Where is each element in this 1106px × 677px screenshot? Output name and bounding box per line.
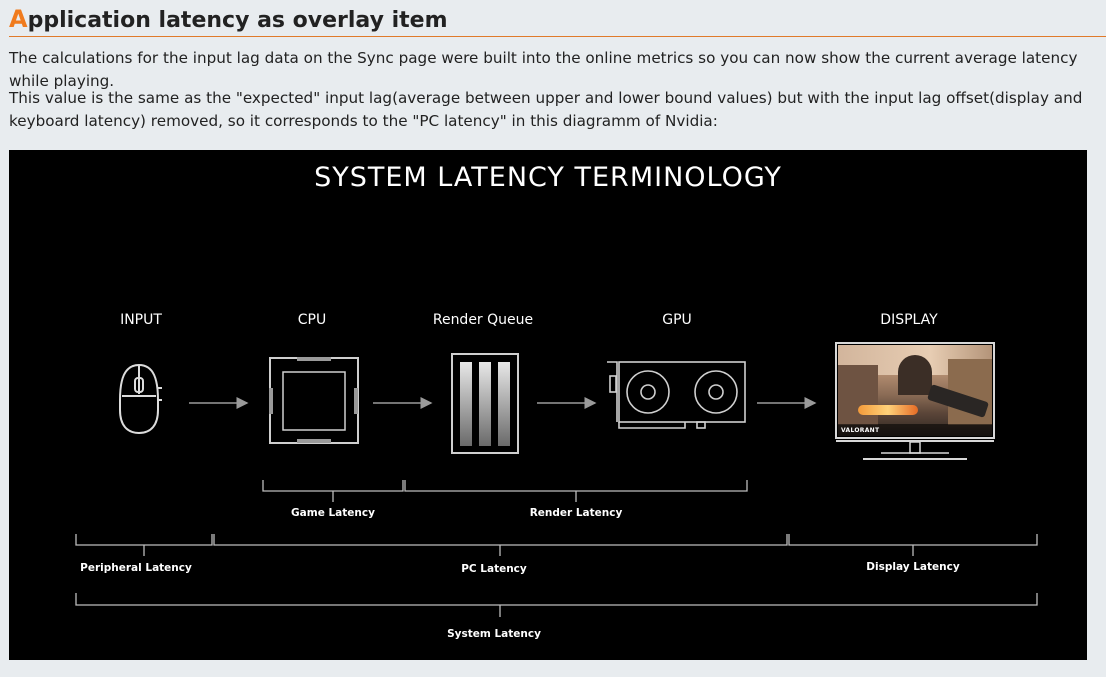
- stage-label-render-queue: Render Queue: [432, 312, 534, 328]
- monitor-icon: [835, 342, 995, 460]
- label-system-latency: System Latency: [447, 628, 541, 640]
- cpu-icon: [269, 357, 359, 444]
- diagram-graphics: [75, 342, 1038, 617]
- latency-brackets: [75, 480, 1038, 617]
- stage-label-cpu: CPU: [297, 312, 327, 328]
- stage-label-gpu: GPU: [662, 312, 692, 328]
- label-peripheral-latency: Peripheral Latency: [80, 562, 192, 574]
- gpu-icon: [607, 361, 746, 429]
- heading-first-letter: A: [9, 5, 28, 33]
- paragraph-intro: The calculations for the input lag data …: [9, 49, 1078, 90]
- section-heading: Application latency as overlay item: [9, 3, 1106, 37]
- diagram-title: SYSTEM LATENCY TERMINOLOGY: [314, 162, 782, 193]
- paragraph-explanation: This value is the same as the "expected"…: [9, 89, 1083, 130]
- nvidia-latency-diagram: SYSTEM LATENCY TERMINOLOGY INPUT CPU Ren…: [9, 150, 1087, 660]
- stage-label-input: INPUT: [120, 312, 162, 328]
- render-queue-icon: [451, 353, 519, 454]
- label-game-latency: Game Latency: [291, 507, 375, 519]
- label-pc-latency: PC Latency: [461, 563, 527, 575]
- mouse-icon: [119, 363, 162, 435]
- stage-label-display: DISPLAY: [880, 312, 938, 328]
- monitor-screen-gameplay: VALORANT: [838, 345, 992, 436]
- monitor-brand-logo: VALORANT: [841, 427, 880, 434]
- label-render-latency: Render Latency: [529, 507, 623, 519]
- label-display-latency: Display Latency: [866, 561, 960, 573]
- heading-text: pplication latency as overlay item: [27, 8, 448, 33]
